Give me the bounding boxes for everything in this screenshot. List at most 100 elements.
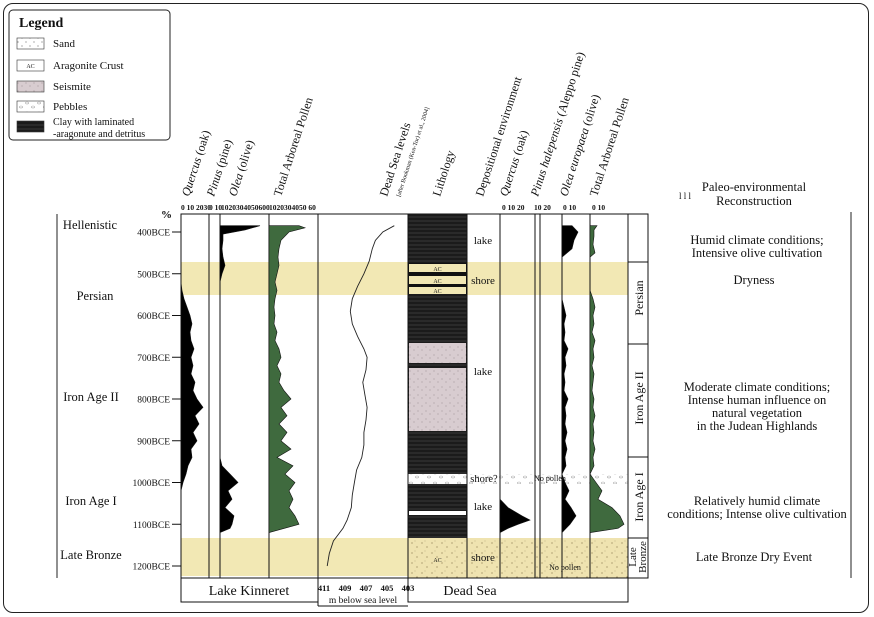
reconstruction-iron2-1: Moderate climate conditions;	[684, 380, 830, 394]
reconstruction-iron1-2: conditions; Intense olive cultivation	[667, 507, 847, 521]
reconstruction-hellenistic-2: Intensive olive cultivation	[692, 246, 823, 260]
period-persian: Persian	[77, 289, 115, 303]
seismite-layer-2	[409, 368, 466, 431]
pebbles-layer	[408, 474, 467, 484]
deposition-sand-band	[467, 538, 628, 578]
reconstruction-iron2-2: Intense human influence on	[688, 393, 827, 407]
right-period-column: Persian Iron Age II Iron Age I Late Bron…	[627, 213, 649, 579]
legend-clay-label-1: Clay with laminated	[53, 117, 134, 128]
deposition-lake-3: lake	[474, 501, 492, 513]
scale-k-olea: 1020304050600	[221, 203, 270, 212]
scale-k-pinus: 0 10	[209, 203, 222, 212]
right-period-persian: Persian	[632, 280, 646, 315]
reconstruction-iron2-4: in the Judean Highlands	[697, 419, 818, 433]
time-label: 400BCE	[137, 229, 170, 239]
legend-title: Legend	[19, 16, 64, 31]
ac-text-2: AC	[433, 279, 441, 285]
right-period-iron-age-2: Iron Age II	[632, 371, 646, 424]
scale-d-total: 0 10	[592, 203, 605, 212]
deposition-pebbles-band	[467, 474, 628, 484]
time-label: 1200BCE	[133, 563, 171, 573]
percent-symbol: %	[161, 209, 172, 221]
time-label: 500BCE	[137, 270, 170, 280]
right-period-late: Late	[627, 547, 639, 567]
ac-layer-3	[409, 287, 466, 294]
right-period-bronze: Bronze	[637, 541, 649, 573]
ac-swatch	[16, 59, 45, 72]
deadsea-pollen-curves	[499, 225, 625, 534]
depositional-column: lake shore lake shore? lake shore	[467, 214, 628, 578]
legend-sand-label: Sand	[53, 38, 76, 50]
ac-swatch-text: AC	[26, 64, 34, 70]
deposition-shore-1: shore	[471, 275, 495, 287]
lithology-column: AC AC AC AC	[407, 213, 468, 579]
deadsea-footer	[407, 577, 629, 603]
ac-text-sand: AC	[433, 558, 441, 564]
period-iron-age-1: Iron Age I	[65, 494, 116, 508]
level-tick-label: 403	[402, 583, 415, 593]
deposition-shore-uncertain: shore?	[470, 474, 498, 485]
reconstruction-late-bronze: Late Bronze Dry Event	[696, 550, 813, 564]
time-label: 700BCE	[137, 354, 170, 364]
sand-swatch	[16, 37, 45, 50]
reconstruction-header-2: Reconstruction	[716, 194, 792, 208]
scale-k-quercus: 0 10 2030	[181, 203, 211, 212]
seismite-layer-1	[409, 343, 466, 363]
kinneret-footer	[180, 577, 319, 603]
legend: Legend Sand AC Aragonite Crust Seismite …	[8, 9, 171, 141]
late-bronze-dry-band	[181, 538, 408, 576]
pebbles-swatch	[16, 100, 45, 113]
level-axis-label: m below sea level	[329, 596, 398, 606]
legend-pebbles-label: Pebbles	[53, 101, 87, 113]
d-quercus-curve	[499, 498, 531, 534]
white-layer	[409, 511, 466, 515]
ac-text-1: AC	[433, 267, 441, 273]
label-dead-sea: Dead Sea	[443, 584, 497, 599]
legend-clay-label-2: -aragonute and detritus	[53, 129, 145, 140]
no-pollen-label-1: No pollen	[534, 474, 566, 483]
d-total-curve	[589, 225, 625, 533]
kinneret-pollen-curves	[180, 225, 307, 534]
level-tick-label: 407	[360, 583, 374, 593]
level-tick-label: 409	[339, 583, 352, 593]
deposition-lake-2: lake	[474, 366, 492, 378]
label-lake-kinneret: Lake Kinneret	[209, 584, 290, 599]
no-pollen-label-2: No pollen	[549, 563, 581, 572]
scale-d-olea: 0 10	[563, 203, 576, 212]
deposition-lake-1: lake	[474, 235, 492, 247]
reconstruction-iron1-1: Relatively humid climate	[694, 494, 821, 508]
seismite-swatch	[16, 80, 45, 93]
tick-marks-top: l l l	[679, 191, 692, 201]
persian-dry-band	[181, 262, 628, 295]
reconstruction-hellenistic-1: Humid climate conditions;	[690, 233, 823, 247]
period-late-bronze: Late Bronze	[60, 548, 122, 562]
scale-labels: 0 10 2030 0 10 1020304050600 1020304050 …	[181, 203, 605, 212]
deadsea-level-curve	[326, 225, 395, 567]
right-period-iron-age-1: Iron Age I	[632, 472, 646, 521]
scale-k-total: 1020304050 60	[269, 203, 316, 212]
header-k-total: Total Arboreal Pollen	[271, 96, 316, 198]
figure-frame	[3, 3, 869, 613]
time-label: 600BCE	[137, 312, 170, 322]
ac-layer-2	[409, 276, 466, 284]
reconstruction-column: Paleo-environmental Reconstruction l l l…	[667, 180, 852, 578]
sand-unit	[408, 538, 467, 578]
level-tick-label: 405	[381, 583, 394, 593]
time-axis: % 400BCE500BCE600BCE700BCE800BCE900BCE10…	[133, 209, 182, 578]
reconstruction-persian: Dryness	[734, 273, 775, 287]
bottom-labels: Lake Kinneret Dead Sea m below sea level…	[180, 577, 629, 607]
k-quercus-curve	[180, 282, 204, 491]
clay-swatch	[16, 120, 45, 133]
time-label: 1100BCE	[133, 521, 170, 531]
time-label: 1000BCE	[133, 479, 171, 489]
header-lithology: Lithology	[430, 149, 458, 198]
period-column: Hellenistic Persian Iron Age II Iron Age…	[56, 214, 122, 578]
legend-seismite-label: Seismite	[53, 81, 91, 93]
reconstruction-iron2-3: natural vegetation	[712, 406, 803, 420]
level-line	[326, 225, 395, 567]
column-headers: Quercus (oak) Pinus (pine) Olea (olive) …	[179, 50, 632, 199]
k-total-curve	[268, 225, 307, 533]
scale-d-quercus: 0 10 20	[502, 203, 525, 212]
